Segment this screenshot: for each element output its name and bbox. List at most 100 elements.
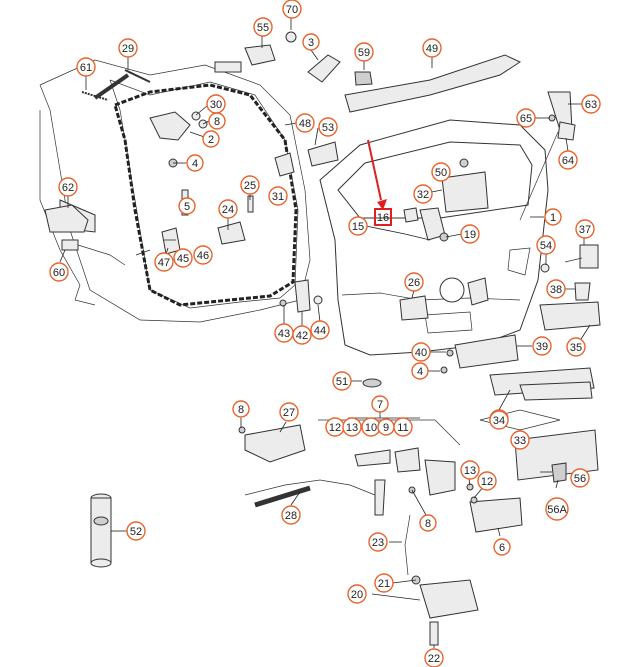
svg-text:16: 16 (377, 212, 389, 224)
callout-1: 1 (544, 208, 562, 226)
callout-26: 26 (404, 272, 424, 292)
callout-62: 62 (58, 177, 78, 197)
svg-text:32: 32 (417, 189, 429, 201)
callout-8b: 8 (232, 400, 250, 418)
callout-9: 9 (377, 418, 395, 436)
callout-16: 16 (377, 212, 389, 224)
tailgate (319, 54, 549, 356)
svg-text:6: 6 (499, 542, 505, 554)
callout-54: 54 (536, 235, 556, 255)
svg-text:64: 64 (562, 155, 574, 167)
callout-8: 8 (208, 112, 226, 130)
callout-31: 31 (268, 186, 288, 206)
callout-65: 65 (516, 108, 536, 128)
callout-30: 30 (206, 94, 226, 114)
svg-text:3: 3 (308, 37, 314, 49)
svg-text:10: 10 (365, 422, 377, 434)
svg-text:4: 4 (192, 158, 198, 170)
svg-text:43: 43 (278, 328, 290, 340)
svg-text:44: 44 (314, 325, 326, 337)
svg-text:70: 70 (286, 4, 298, 16)
callout-27: 27 (279, 402, 299, 422)
callout-70: 70 (282, 0, 302, 19)
callout-23: 23 (368, 532, 388, 552)
svg-text:8: 8 (214, 116, 220, 128)
svg-text:27: 27 (283, 407, 295, 419)
strut-61-29 (81, 69, 151, 101)
callout-11: 11 (393, 417, 413, 437)
svg-text:5: 5 (184, 201, 190, 213)
svg-text:12: 12 (481, 476, 493, 488)
svg-text:31: 31 (272, 191, 284, 203)
callout-37: 37 (575, 219, 595, 239)
callout-12: 12 (325, 417, 345, 437)
svg-text:12: 12 (329, 422, 341, 434)
callout-12b: 12 (477, 471, 497, 491)
svg-text:40: 40 (415, 347, 427, 359)
callout-22: 22 (424, 648, 444, 667)
callout-28: 28 (281, 505, 301, 525)
svg-text:8: 8 (425, 518, 431, 530)
callout-20: 20 (347, 584, 367, 604)
svg-text:61: 61 (80, 62, 92, 74)
svg-text:29: 29 (122, 43, 134, 55)
svg-text:8: 8 (238, 404, 244, 416)
svg-text:4: 4 (417, 366, 423, 378)
callout-2: 2 (202, 130, 220, 148)
highlight-arrow (367, 139, 392, 226)
svg-text:23: 23 (372, 537, 384, 549)
svg-text:45: 45 (177, 253, 189, 265)
callout-38: 38 (546, 279, 566, 299)
svg-text:7: 7 (377, 399, 383, 411)
svg-text:54: 54 (540, 240, 552, 252)
svg-text:21: 21 (378, 578, 390, 590)
svg-text:52: 52 (130, 526, 142, 538)
svg-text:9: 9 (383, 422, 389, 434)
callout-60: 60 (49, 262, 69, 282)
svg-text:37: 37 (579, 224, 591, 236)
callout-39: 39 (532, 336, 552, 356)
callout-13b: 13 (460, 460, 480, 480)
callout-51: 51 (332, 371, 352, 391)
svg-text:11: 11 (397, 422, 408, 434)
svg-text:51: 51 (336, 376, 348, 388)
callout-46: 46 (193, 245, 213, 265)
svg-text:62: 62 (62, 182, 74, 194)
right-parts (362, 91, 601, 483)
svg-text:20: 20 (351, 589, 363, 601)
callout-6: 6 (493, 538, 511, 556)
callout-29: 29 (118, 38, 138, 58)
svg-text:59: 59 (358, 47, 370, 59)
vehicle-body-opening (39, 59, 311, 323)
hinge-parts (149, 31, 373, 313)
callout-19: 19 (460, 224, 480, 244)
svg-text:56: 56 (574, 473, 586, 485)
callout-42: 42 (292, 325, 312, 345)
svg-text:13: 13 (346, 422, 358, 434)
callout-33: 33 (510, 430, 530, 450)
lock-assembly (238, 419, 523, 646)
callout-32: 32 (413, 184, 433, 204)
callout-48: 48 (295, 113, 315, 133)
latch-62 (44, 204, 126, 266)
svg-text:50: 50 (435, 167, 447, 179)
svg-text:56A: 56A (547, 504, 567, 516)
svg-text:38: 38 (550, 284, 562, 296)
svg-text:1: 1 (550, 212, 556, 224)
callout-13: 13 (342, 417, 362, 437)
callout-4b: 4 (411, 362, 429, 380)
callout-7: 7 (371, 395, 389, 413)
callout-34: 34 (489, 410, 509, 430)
svg-text:13: 13 (464, 465, 476, 477)
svg-text:46: 46 (197, 250, 209, 262)
callout-3: 3 (302, 33, 320, 51)
svg-text:60: 60 (53, 267, 65, 279)
callout-53: 53 (318, 117, 338, 137)
svg-text:34: 34 (493, 415, 505, 427)
svg-text:47: 47 (158, 257, 170, 269)
callout-56: 56 (570, 468, 590, 488)
callout-49: 49 (422, 38, 442, 58)
callout-35: 35 (566, 337, 586, 357)
svg-text:2: 2 (208, 134, 214, 146)
